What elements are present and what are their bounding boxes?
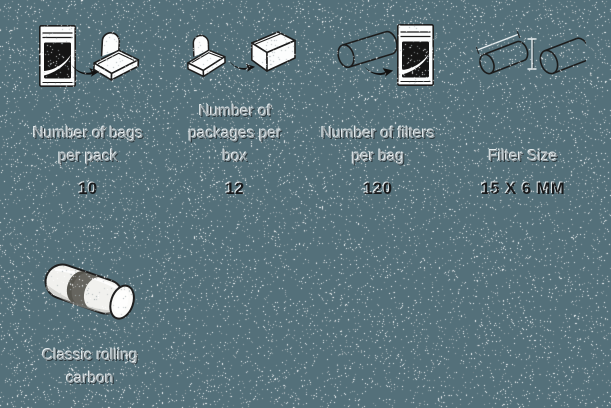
diameter-dimension-glyph (527, 38, 537, 70)
measured-filter-length-glyph (476, 30, 529, 75)
filter-dimensions-icon (476, 26, 586, 82)
filter-to-bag-icon (334, 22, 436, 92)
arrow-glyph (229, 60, 256, 72)
spec-label: Number of bags per pack (32, 125, 144, 165)
product-label: Classic rolling carbon (42, 347, 138, 387)
spec-column-bags-per-pack: Number of bags per pack 10 (3, 0, 173, 215)
carbon-filter-photo (34, 254, 148, 322)
closed-box-glyph (251, 31, 296, 72)
measured-filter-diameter-glyph (539, 37, 586, 75)
arrow-glyph (364, 66, 394, 77)
open-pack-to-box-icon (185, 28, 297, 84)
open-pack-glyph (187, 34, 226, 78)
zip-bag-glyph (39, 25, 77, 88)
open-pack-glyph (93, 32, 140, 81)
bag-to-open-pack-icon (38, 22, 142, 92)
spec-value: 10 (78, 180, 98, 198)
spec-column-filter-size: Filter Size 15 X 6 MM (438, 0, 608, 215)
zip-bag-glyph (397, 24, 435, 87)
filter-cylinder-glyph (337, 30, 398, 69)
spec-value: 15 X 6 MM (480, 180, 566, 198)
spec-label: Filter Size (488, 147, 558, 165)
